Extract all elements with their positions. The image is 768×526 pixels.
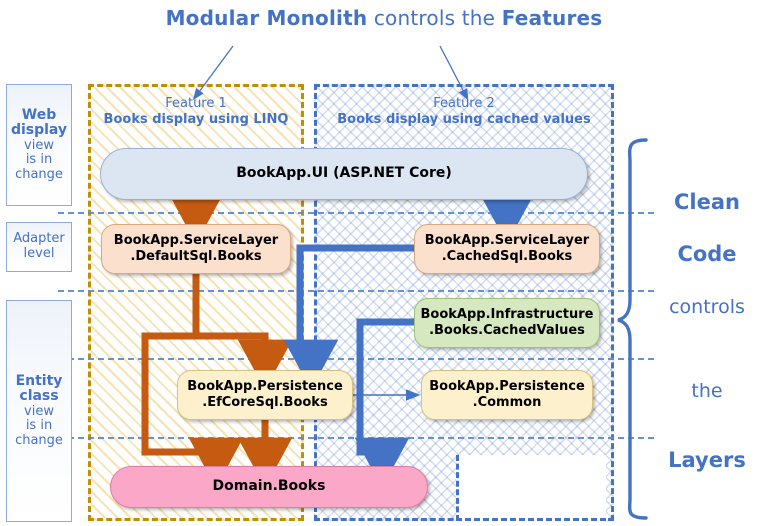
brace-word-clean: Clean: [674, 190, 740, 214]
sidebar-adapter-head1: Adapter: [13, 231, 65, 247]
feature-2-description: Books display using cached values: [337, 112, 591, 128]
feature-2-notch: [456, 455, 606, 521]
node-servicelayer-cachedsql[interactable]: BookApp.ServiceLayer .CachedSql.Books: [414, 224, 600, 274]
sidebar-entity-sub2: is in: [25, 418, 53, 434]
node-defaultsql-line1: BookApp.ServiceLayer: [113, 233, 279, 249]
sidebar-adapter-head2: level: [23, 246, 55, 261]
brace-word-controls: controls: [669, 296, 745, 318]
sidebar-web-head2: display: [10, 122, 68, 139]
node-bookapp-ui[interactable]: BookApp.UI (ASP.NET Core): [100, 148, 588, 200]
sidebar-web-sub3: change: [15, 166, 63, 182]
brace-word-code: Code: [677, 242, 737, 266]
title-part-modular-monolith: Modular Monolith: [165, 6, 368, 30]
sidebar-entity-sub3: change: [15, 432, 63, 448]
sidebar-web-sub1: view: [24, 137, 54, 153]
sidebar-item-web-display: Web display view is in change: [6, 84, 72, 206]
node-servicelayer-defaultsql[interactable]: BookApp.ServiceLayer .DefaultSql.Books: [101, 224, 291, 274]
node-efcoresql-line1: BookApp.Persistence: [187, 379, 343, 395]
node-common-line1: BookApp.Persistence: [429, 379, 585, 395]
sidebar-web-sub2: is in: [25, 152, 53, 168]
feature-2-label: Feature 2 Books display using cached val…: [318, 96, 610, 129]
node-domain-books[interactable]: Domain.Books: [110, 466, 428, 508]
node-domain-line1: Domain.Books: [212, 478, 326, 495]
feature-2-title: Feature 2: [433, 96, 495, 111]
node-persistence-common[interactable]: BookApp.Persistence .Common: [421, 370, 593, 420]
node-efcoresql-line2: .EfCoreSql.Books: [202, 395, 328, 410]
sidebar-item-entity-class: Entity class view is in change: [6, 300, 72, 522]
node-infrastructure-line2: .Books.CachedValues: [429, 323, 585, 338]
node-infrastructure-cachedvalues[interactable]: BookApp.Infrastructure .Books.CachedValu…: [414, 298, 600, 348]
feature-1-label: Feature 1 Books display using LINQ: [92, 96, 300, 129]
region-gap: [305, 140, 314, 315]
feature-1-title: Feature 1: [165, 96, 227, 111]
sidebar-entity-sub1: view: [24, 403, 54, 419]
sidebar-web-head1: Web: [21, 106, 57, 123]
sidebar-item-adapter-level: Adapter level: [6, 222, 72, 272]
layer-divider-4: [58, 437, 654, 439]
layer-divider-3: [58, 358, 654, 360]
title-part-features: Features: [501, 6, 603, 30]
node-cachedsql-line2: .CachedSql.Books: [441, 249, 573, 264]
node-cachedsql-line1: BookApp.ServiceLayer: [424, 233, 590, 249]
layer-divider-2: [58, 290, 654, 292]
sidebar-entity-head2: class: [19, 388, 59, 405]
node-infrastructure-line1: BookApp.Infrastructure: [420, 307, 594, 323]
sidebar-entity-head1: Entity: [15, 372, 63, 389]
brace-word-layers: Layers: [668, 448, 746, 472]
node-persistence-efcoresql[interactable]: BookApp.Persistence .EfCoreSql.Books: [177, 370, 353, 420]
node-defaultsql-line2: .DefaultSql.Books: [130, 249, 262, 264]
page-title: Modular Monolith controls the Features: [0, 6, 768, 30]
node-common-line2: .Common: [472, 395, 542, 410]
title-part-controls-the: controls the: [367, 6, 502, 30]
layer-divider-1: [58, 212, 654, 214]
brace-word-the: the: [691, 380, 723, 402]
node-bookapp-ui-line1: BookApp.UI (ASP.NET Core): [236, 165, 452, 182]
feature-1-description: Books display using LINQ: [103, 112, 289, 128]
